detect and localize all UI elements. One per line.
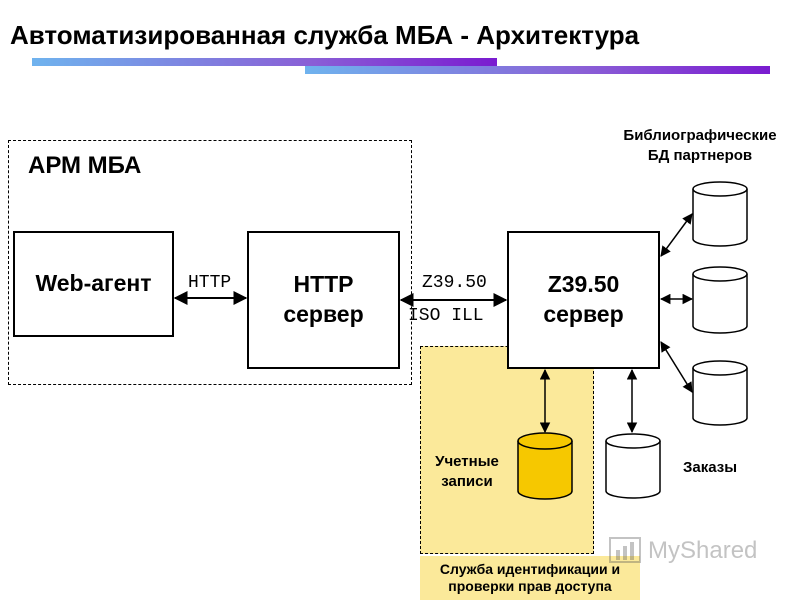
z3950-server-box: Z39.50 сервер [507,231,660,369]
service-label-line1: Служба идентификации и [439,560,621,577]
web-agent-box: Web-агент [13,231,174,337]
web-agent-label: Web-агент [35,270,152,297]
accounts-db-label: Учетные записи [420,452,514,493]
bibliographic-db-cylinder-1 [692,181,748,247]
page-title: Автоматизированная служба МБА - Архитект… [10,20,640,50]
http-server-label-line1: HTTP [293,271,354,298]
identification-service-label: Служба идентификации и проверки прав дос… [420,556,640,600]
bibliographic-db-label-line1: Библиографические [623,127,777,144]
protocol-z3950-label: Z39.50 [422,273,487,293]
service-label-line2: проверки прав доступа [448,578,612,594]
z3950-server-label-line2: сервер [543,301,624,327]
bibliographic-db-cylinder-2 [692,266,748,334]
accounts-db-label-line2: записи [441,473,493,491]
orders-db-cylinder [605,433,661,499]
arrow-z3950-biblio-db-1 [660,213,693,257]
z3950-server-label-line1: Z39.50 [547,271,620,298]
orders-db-label: Заказы [683,459,738,476]
protocol-iso-ill-label: ISO ILL [408,306,484,326]
http-server-box: HTTP сервер [247,231,400,369]
http-server-label-line2: сервер [283,301,364,327]
watermark-chart-icon [609,537,641,563]
bibliographic-db-cylinder-3 [692,360,748,426]
watermark: MyShared [608,536,757,566]
arm-mba-boundary [8,140,412,385]
arm-mba-label: АРМ МБА [28,152,142,179]
protocol-http-label: HTTP [188,273,232,293]
accounts-db-cylinder [517,432,573,500]
title-underline-lower [305,66,770,74]
watermark-text: MyShared [648,537,758,564]
bibliographic-db-label-line2: БД партнеров [647,147,753,165]
accounts-db-label-line1: Учетные [435,453,499,470]
arrow-z3950-biblio-db-3 [660,341,693,393]
bibliographic-db-label: Библиографические БД партнеров [600,126,800,167]
title-underline-upper [32,58,497,66]
